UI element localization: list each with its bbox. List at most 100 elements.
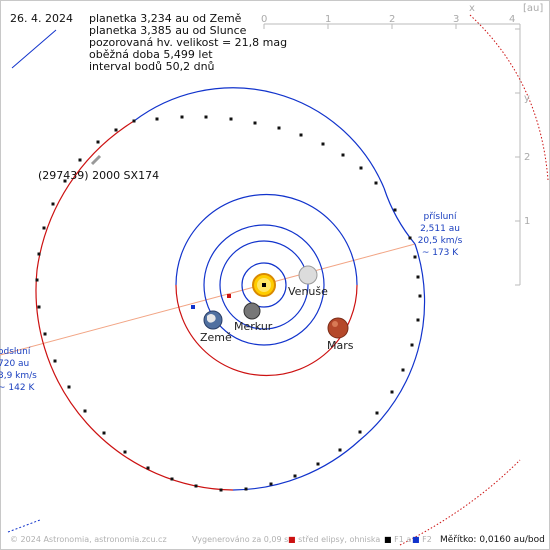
outer-planet-orbit-arc-bottom xyxy=(7,519,41,533)
outer-planet-orbit-arc-top xyxy=(11,29,57,69)
legend-f1: ■ F1 a xyxy=(384,535,412,544)
asteroid-orbit-blue-bottom xyxy=(232,439,361,491)
orbit-point xyxy=(413,255,417,259)
orbit-point xyxy=(51,202,55,206)
orbit-point xyxy=(418,294,422,298)
orbit-point xyxy=(155,117,159,121)
aphelion-temperature: ~ 142 K xyxy=(0,383,35,393)
focus-f2-marker xyxy=(191,305,195,309)
distance-earth: planetka 3,234 au od Země xyxy=(89,12,242,25)
orbit-point xyxy=(67,385,71,389)
orbit-point xyxy=(316,462,320,466)
asteroid-icon xyxy=(90,154,102,166)
legend-f2: ■ F2 xyxy=(412,535,432,544)
perihelion-temperature: ~ 173 K xyxy=(421,248,459,258)
orbit-point xyxy=(341,153,345,157)
y-axis-label: y xyxy=(524,93,530,104)
perihelion-label: přísluní 2,511 au 20,5 km/s ~ 173 K xyxy=(408,211,472,259)
orbit-point xyxy=(416,275,420,279)
orbit-point xyxy=(132,119,136,123)
mars-orbit-upper xyxy=(175,193,358,286)
orbit-point xyxy=(146,466,150,470)
orbit-point xyxy=(170,477,174,481)
distance-sun: planetka 3,385 au od Slunce xyxy=(89,24,247,37)
orbit-point xyxy=(114,128,118,132)
orbit-point xyxy=(194,484,198,488)
orbit-point xyxy=(410,343,414,347)
aphelion-distance: 720 au xyxy=(0,359,30,369)
mars-label: Mars xyxy=(327,339,354,352)
orbit-point xyxy=(338,448,342,452)
asteroid-orbit-blue-right-top xyxy=(383,187,416,245)
orbit-point xyxy=(390,390,394,394)
x-tick-3: 3 xyxy=(453,14,460,25)
aphelion-title: odsluní xyxy=(0,347,31,357)
mercury-label: Merkur xyxy=(234,320,273,333)
legend-center: ■ střed elipsy, ohniska xyxy=(288,535,381,544)
orbit-point xyxy=(96,140,100,144)
orbit-point xyxy=(229,117,233,121)
orbit-point xyxy=(78,158,82,162)
legend-f2-text: F2 xyxy=(422,535,432,544)
orbit-point xyxy=(35,278,39,282)
orbit-point xyxy=(293,474,297,478)
magnitude: pozorovaná hv. velikost = 21,8 mag xyxy=(89,36,288,49)
orbit-point xyxy=(408,236,412,240)
asteroid-position-dots xyxy=(35,115,422,492)
axis-unit-label: [au] xyxy=(523,3,544,14)
focus-f1-marker xyxy=(262,283,266,287)
venus-label: Venuše xyxy=(288,285,328,298)
asteroid-orbit-blue-top xyxy=(133,87,385,189)
orbital-period: oběžná doba 5,499 let xyxy=(89,48,213,61)
copyright-text: © 2024 Astronomia, astronomia.zcu.cz xyxy=(10,535,167,544)
orbit-point xyxy=(321,142,325,146)
orbit-point xyxy=(253,121,257,125)
orbit-point xyxy=(269,482,273,486)
orbit-point xyxy=(37,305,41,309)
x-tick-2: 2 xyxy=(389,14,396,25)
venus-icon xyxy=(298,265,318,285)
orbit-point xyxy=(53,359,57,363)
ellipse-center-marker xyxy=(227,294,231,298)
earth-clouds xyxy=(207,314,216,323)
orbit-point xyxy=(123,450,127,454)
x-axis-label: x xyxy=(469,3,475,14)
asteroid-orbit-red-lower-left xyxy=(35,269,234,491)
aphelion-label: odsluní 720 au 3,9 km/s ~ 142 K xyxy=(0,346,37,394)
legend-f1-text: F1 a xyxy=(394,535,412,544)
asteroid-orbit-red-upper-left xyxy=(36,120,135,271)
generation-time: Vygenerováno za 0,09 s xyxy=(192,535,289,544)
asteroid-orbit-far-arc-top xyxy=(469,14,549,181)
perihelion-title: přísluní xyxy=(423,212,457,222)
orbit-point xyxy=(401,368,405,372)
orbit-point xyxy=(204,115,208,119)
orbit-point xyxy=(102,431,106,435)
x-tick-4: 4 xyxy=(509,14,516,25)
orbit-point xyxy=(374,181,378,185)
date-label: 26. 4. 2024 xyxy=(10,12,73,25)
mars-icon xyxy=(327,317,349,339)
orbit-point xyxy=(37,252,41,256)
orbit-point xyxy=(42,226,46,230)
asteroid-orbit-far-arc-bottom xyxy=(399,459,521,546)
x-tick-1: 1 xyxy=(325,14,332,25)
orbit-point xyxy=(244,487,248,491)
orbit-point xyxy=(359,166,363,170)
perihelion-speed: 20,5 km/s xyxy=(417,236,463,246)
orbit-point xyxy=(219,488,223,492)
earth-orbit xyxy=(203,224,325,346)
orbit-point xyxy=(277,126,281,130)
x-tick-0: 0 xyxy=(261,14,268,25)
y-tick-2: 2 xyxy=(524,152,531,163)
earth-label: Země xyxy=(200,331,232,344)
aphelion-speed: 3,9 km/s xyxy=(0,371,37,381)
orbit-point xyxy=(83,409,87,413)
asteroid-label: (297439) 2000 SX174 xyxy=(38,169,160,182)
venus-orbit xyxy=(219,240,309,330)
legend-center-text: střed elipsy, ohniska xyxy=(298,535,381,544)
orbit-point xyxy=(358,430,362,434)
orbit-point xyxy=(375,411,379,415)
